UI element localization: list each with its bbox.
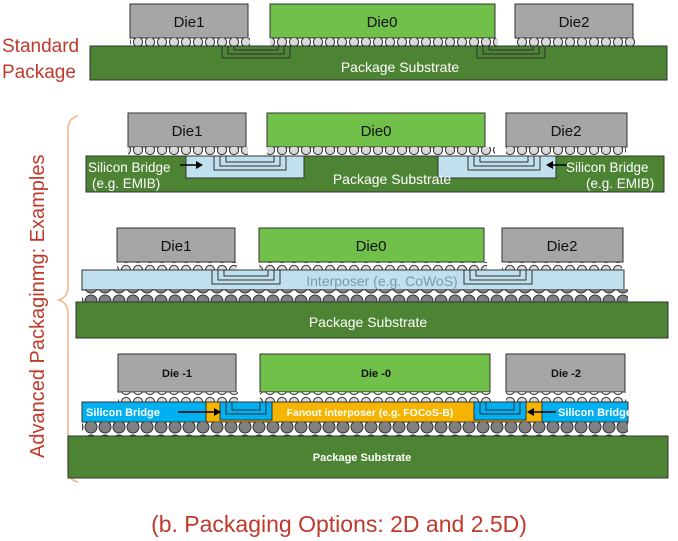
die1-label: Die1 xyxy=(174,14,205,31)
microbumps-die2 xyxy=(506,147,626,157)
die0-label: Die0 xyxy=(367,14,398,31)
die-2-label: Die -2 xyxy=(551,368,581,380)
c4-bumps xyxy=(82,289,628,303)
microbumps-die-0 xyxy=(260,392,492,402)
die2-label: Die2 xyxy=(547,238,578,255)
interposer-label: Interposer (e.g. CoWoS) xyxy=(306,273,457,289)
bridge-right-label: Silicon Bridge xyxy=(558,407,632,419)
silicon-bridge-right xyxy=(437,155,557,179)
die2-block xyxy=(514,3,634,39)
die-2-block xyxy=(505,353,626,393)
die1-block xyxy=(129,3,249,39)
package-substrate xyxy=(75,301,669,339)
die-0-label: Die -0 xyxy=(361,368,391,380)
embedded-bridge-left xyxy=(219,401,273,421)
standard-label-line1: Standard xyxy=(2,36,79,57)
die0-label: Die0 xyxy=(361,123,392,140)
die-0-block xyxy=(259,353,491,393)
die-1-block xyxy=(117,353,237,393)
figure-caption: (b. Packaging Options: 2D and 2.5D) xyxy=(151,511,527,537)
microbumps-die0 xyxy=(270,38,498,48)
arrowhead-left xyxy=(196,161,203,169)
fanout-interposer-label: Fanout interposer (e.g. FOCoS-B) xyxy=(287,407,454,419)
c4-bumps xyxy=(82,422,628,436)
microbumps-die1 xyxy=(117,262,237,272)
microbumps-die1 xyxy=(130,38,250,48)
microbumps-die0 xyxy=(259,262,487,272)
microbumps-die-2 xyxy=(506,392,626,402)
die2-block xyxy=(505,112,628,148)
arrowhead-right xyxy=(527,408,534,416)
cowos-row: Die1 Die0 Die2 Interposer (e.g. CoWoS) P… xyxy=(75,227,669,339)
die2-label: Die2 xyxy=(551,123,582,140)
interposer-traces xyxy=(211,270,533,285)
advanced-label: Advanced Packaginmg: Examples xyxy=(27,155,49,459)
package-substrate xyxy=(89,45,668,81)
microbumps-die2 xyxy=(502,262,622,272)
emib-row: Die1 Die0 Die2 Package Substrate Silicon… xyxy=(85,112,665,193)
focos-row: Die -1 Die -0 Die -2 Silicon Bridge Fano… xyxy=(67,353,669,479)
die1-label: Die1 xyxy=(161,238,192,255)
die0-block xyxy=(269,3,496,39)
substrate-trace-right xyxy=(476,46,546,59)
substrate-trace-left xyxy=(221,46,291,59)
die1-label: Die1 xyxy=(172,123,203,140)
substrate-label: Package Substrate xyxy=(333,171,452,187)
die2-label: Die2 xyxy=(559,14,590,31)
microbumps-die0 xyxy=(267,147,495,157)
bridge-traces xyxy=(213,156,541,171)
die-1-label: Die -1 xyxy=(162,368,192,380)
substrate-label: Package Substrate xyxy=(313,452,411,464)
microbumps-die1 xyxy=(128,147,248,157)
arrowhead-left xyxy=(214,408,221,416)
bridge-left-label-1: Silicon Bridge xyxy=(88,160,171,175)
package-substrate xyxy=(85,155,665,193)
standard-package-row: Die1 Die0 Die2 Package Substrate xyxy=(89,3,668,81)
standard-label-line2: Package xyxy=(2,62,76,83)
embedded-bridge-right xyxy=(473,401,527,421)
bridge-left-label: Silicon Bridge xyxy=(86,407,160,419)
arrowhead-right xyxy=(546,161,553,169)
die2-block xyxy=(501,227,624,263)
fanout-traces xyxy=(225,402,521,415)
die0-label: Die0 xyxy=(356,238,387,255)
substrate-label: Package Substrate xyxy=(341,59,460,75)
bridge-left-label-2: (e.g. EMIB) xyxy=(92,176,160,191)
bridge-right-label-2: (e.g. EMIB) xyxy=(586,176,654,191)
advanced-bracket xyxy=(57,115,79,483)
package-substrate xyxy=(67,435,669,479)
microbumps-die-1 xyxy=(118,392,238,402)
die1-block xyxy=(127,112,247,148)
microbumps-die2 xyxy=(515,38,635,48)
bridge-right-label-1: Silicon Bridge xyxy=(566,160,649,175)
substrate-label: Package Substrate xyxy=(309,314,428,330)
die1-block xyxy=(116,227,236,263)
die0-block xyxy=(266,112,486,148)
